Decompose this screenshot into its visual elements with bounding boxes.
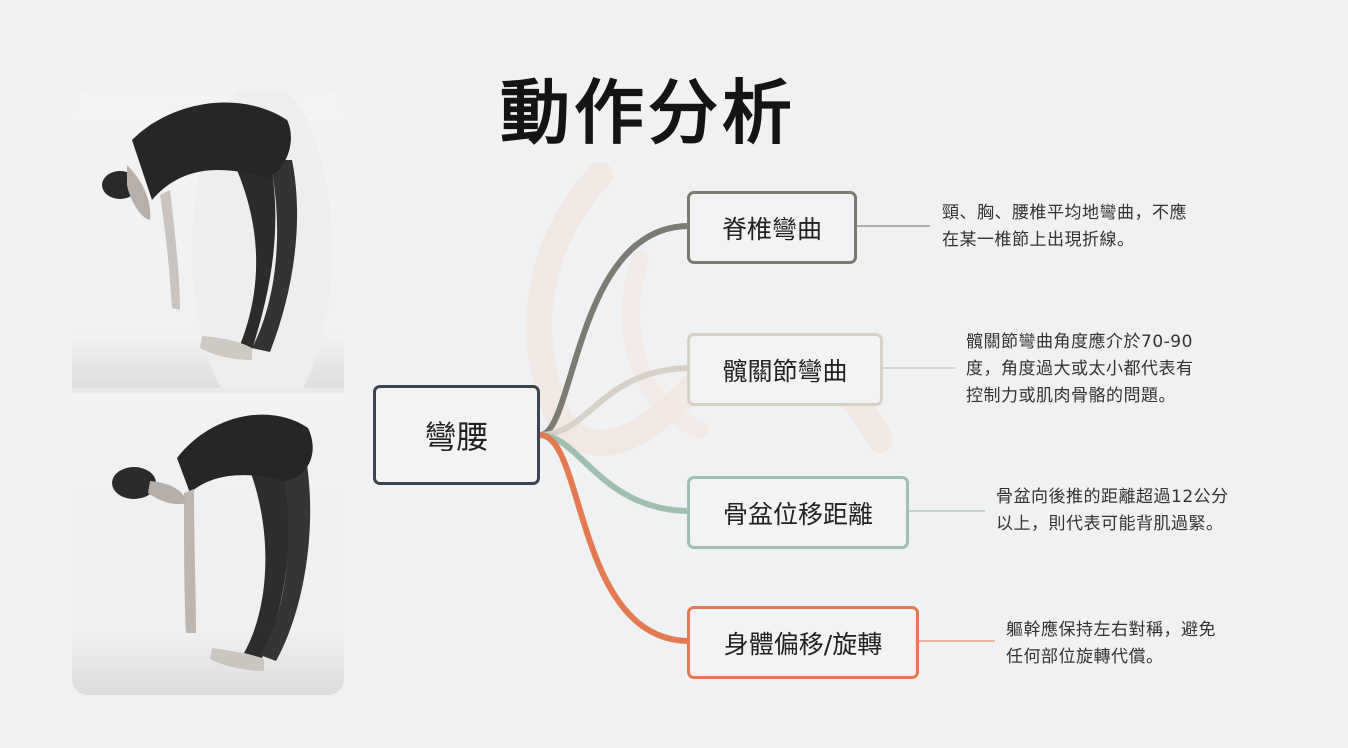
desc-hip-flexion: 髖關節彎曲角度應介於70-90 度，角度過大或太小都代表有 控制力或肌肉骨骼的問… [966,329,1194,410]
connector-branch-3 [539,432,690,514]
desc-line: 在某一椎節上出現折線。 [942,230,1135,250]
desc-line: 骨盆向後推的距離超過12公分 [996,487,1229,507]
desc-spine-flexion: 頸、胸、腰椎平均地彎曲，不應 在某一椎節上出現折線。 [942,200,1187,254]
desc-line: 軀幹應保持左右對稱，避免 [1006,620,1216,640]
desc-line: 頸、胸、腰椎平均地彎曲，不應 [942,203,1187,223]
desc-line: 控制力或肌肉骨骼的問題。 [966,386,1176,406]
connector-branch-4 [539,432,690,644]
desc-body-rotation: 軀幹應保持左右對稱，避免 任何部位旋轉代償。 [1006,617,1216,671]
root-node-bending: 彎腰 [373,385,540,485]
desc-line: 度，角度過大或太小都代表有 [966,359,1194,379]
watermark-brush-stroke-2 [621,251,709,439]
connector-branch-1 [539,223,690,438]
desc-line: 任何部位旋轉代償。 [1006,647,1164,667]
photo-card [72,90,344,695]
desc-line: 髖關節彎曲角度應介於70-90 [966,332,1193,352]
forward-bend-photo-top [72,90,344,388]
branch-node-body-rotation: 身體偏移/旋轉 [687,606,919,679]
branch-node-spine-flexion: 脊椎彎曲 [687,191,857,264]
connector-branch-2 [539,365,690,438]
desc-pelvis-shift: 骨盆向後推的距離超過12公分 以上，則代表可能背肌過緊。 [996,484,1229,538]
branch-node-pelvis-shift: 骨盆位移距離 [687,476,909,549]
page-title: 動作分析 [500,72,796,154]
forward-bend-photo-bottom [72,393,344,695]
desc-line: 以上，則代表可能背肌過緊。 [996,514,1224,534]
branch-node-hip-flexion: 髖關節彎曲 [687,333,883,406]
